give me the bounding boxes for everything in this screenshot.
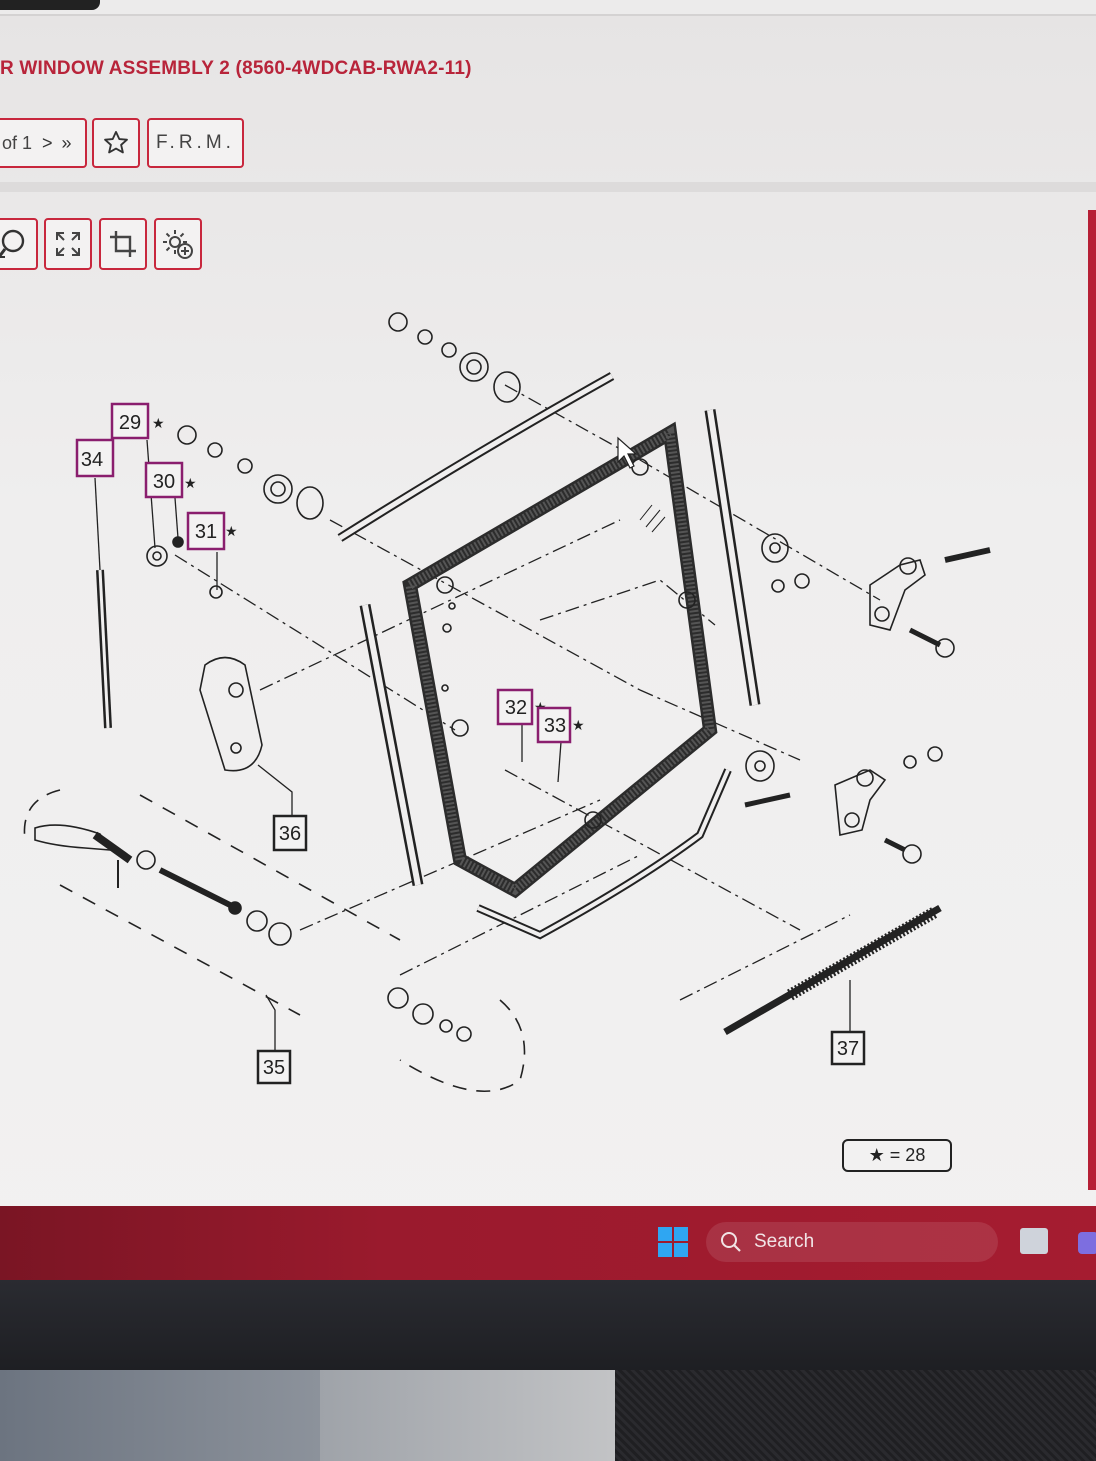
taskbar-search[interactable]: Search [706,1222,998,1262]
hardware-stack-top [388,312,521,403]
speaker-grille [615,1370,1096,1461]
callout-star: ★ [184,475,197,491]
lower-hinge [744,746,943,864]
pager-text: of 1 [2,132,33,153]
callout-34[interactable]: 34 [75,438,115,478]
callout-star: ★ [225,523,238,539]
mouse-cursor [617,436,638,469]
page-edge-accent [1088,210,1096,1190]
gas-strut [96,536,223,729]
handle-assembly [34,824,292,946]
page-title: R WINDOW ASSEMBLY 2 (8560-4WDCAB-RWA2-11… [0,58,472,79]
callout-label: 30 [153,471,175,493]
mount-bracket [199,656,263,772]
search-icon [721,1232,741,1252]
windows-taskbar: Search [0,1206,1096,1280]
callout-32[interactable]: 32 ★ [496,688,547,726]
callout-label: 29 [119,412,141,434]
fit-screen-button[interactable] [44,218,92,270]
top-header-strip [0,0,1096,14]
rear-window-glass [402,421,718,899]
favorite-button[interactable] [92,118,140,168]
settings-add-icon [163,230,193,259]
pager-control[interactable]: of 1 > » [0,118,87,168]
zoom-in-icon [0,229,25,258]
section-divider [0,182,1096,192]
callout-36[interactable]: 36 [272,814,308,852]
callout-label: 34 [81,449,103,471]
desk-background [0,1370,330,1461]
star-legend: ★ = 28 [842,1139,952,1172]
callout-label: 31 [195,521,217,543]
hardware-stack-bottom [387,987,472,1042]
callout-35[interactable]: 35 [256,1049,292,1085]
zoom-button[interactable] [0,218,38,270]
callout-label: 37 [837,1038,859,1060]
crop-button[interactable] [99,218,147,270]
callout-31[interactable]: 31 ★ [186,511,238,551]
callout-star: ★ [152,415,165,431]
callout-label: 32 [505,697,527,719]
next-page-arrows[interactable]: > » [42,132,74,153]
star-icon [104,130,128,154]
frm-button[interactable]: F.R.M. [147,118,244,168]
callout-30[interactable]: 30 ★ [144,461,197,499]
callout-label: 36 [279,823,301,845]
callout-star: ★ [572,717,585,733]
monitor-screen: R WINDOW ASSEMBLY 2 (8560-4WDCAB-RWA2-11… [0,0,1096,1280]
wiper-arm [723,904,942,1036]
taskbar-app-icon[interactable] [1078,1232,1096,1254]
parts-diagram: 29 ★ 34 30 ★ 31 ★ 32 ★ [23,312,991,1092]
brand-logo [0,0,100,10]
upper-hinge [761,533,991,658]
windows-start-icon[interactable] [657,1226,689,1258]
header-divider [0,14,1096,16]
taskbar-app-icon[interactable] [1020,1228,1048,1254]
hardware-stack-left [177,425,324,520]
callout-37[interactable]: 37 [830,1030,866,1066]
monitor-bezel [0,1280,1096,1370]
callout-label: 33 [544,715,566,737]
callout-33[interactable]: 33 ★ [536,706,585,744]
callout-29[interactable]: 29 ★ [110,402,165,440]
search-label: Search [754,1231,815,1252]
crop-icon [110,231,136,257]
callouts: 29 ★ 34 30 ★ 31 ★ 32 ★ [75,402,866,1085]
fit-screen-icon [56,232,80,256]
callout-label: 35 [263,1057,285,1079]
settings-button[interactable] [154,218,202,270]
desk-background [320,1370,620,1461]
bottom-seal [476,768,732,940]
